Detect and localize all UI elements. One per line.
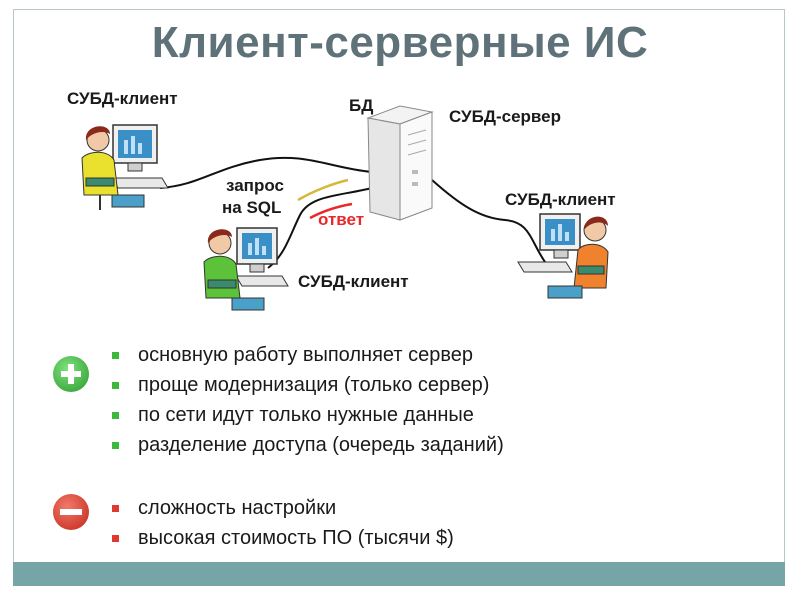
slide-title: Клиент-серверные ИС (151, 18, 649, 67)
pros-list: основную работу выполняет сервер проще м… (112, 340, 504, 460)
network-diagram (81, 105, 609, 311)
label-client-bottom: СУБД-клиент (298, 272, 409, 291)
label-response: ответ (318, 210, 365, 229)
user-computer-icon-bottom (203, 227, 289, 311)
label-request-line1: запрос (226, 176, 284, 195)
response-line (309, 202, 353, 220)
cable-bottom (267, 187, 373, 269)
list-item: проще модернизация (только сервер) (112, 370, 504, 400)
cable-top-left (159, 156, 373, 189)
request-line (297, 178, 349, 202)
slide-bottom-bar (13, 562, 785, 586)
cons-list: сложность настройки высокая стоимость ПО… (112, 493, 454, 553)
list-item: высокая стоимость ПО (тысячи $) (112, 523, 454, 553)
list-item: по сети идут только нужные данные (112, 400, 504, 430)
bullet-icon (112, 382, 119, 389)
label-db: БД (349, 96, 374, 115)
label-client-right: СУБД-клиент (505, 190, 616, 209)
list-item: сложность настройки (112, 493, 454, 523)
plus-icon (53, 356, 89, 392)
server-icon (366, 105, 434, 221)
bullet-icon (112, 352, 119, 359)
bullet-icon (112, 535, 119, 542)
list-item: разделение доступа (очередь заданий) (112, 430, 504, 460)
bullet-icon (112, 505, 119, 512)
bullet-icon (112, 412, 119, 419)
label-request-line2: на SQL (222, 198, 282, 217)
user-computer-icon-right (517, 213, 609, 299)
label-server: СУБД-сервер (449, 107, 561, 126)
minus-icon (53, 494, 89, 530)
cable-right (431, 179, 546, 263)
bullet-icon (112, 442, 119, 449)
list-item: основную работу выполняет сервер (112, 340, 504, 370)
user-computer-icon-top-left (81, 124, 169, 210)
label-client-top-left: СУБД-клиент (67, 89, 178, 108)
